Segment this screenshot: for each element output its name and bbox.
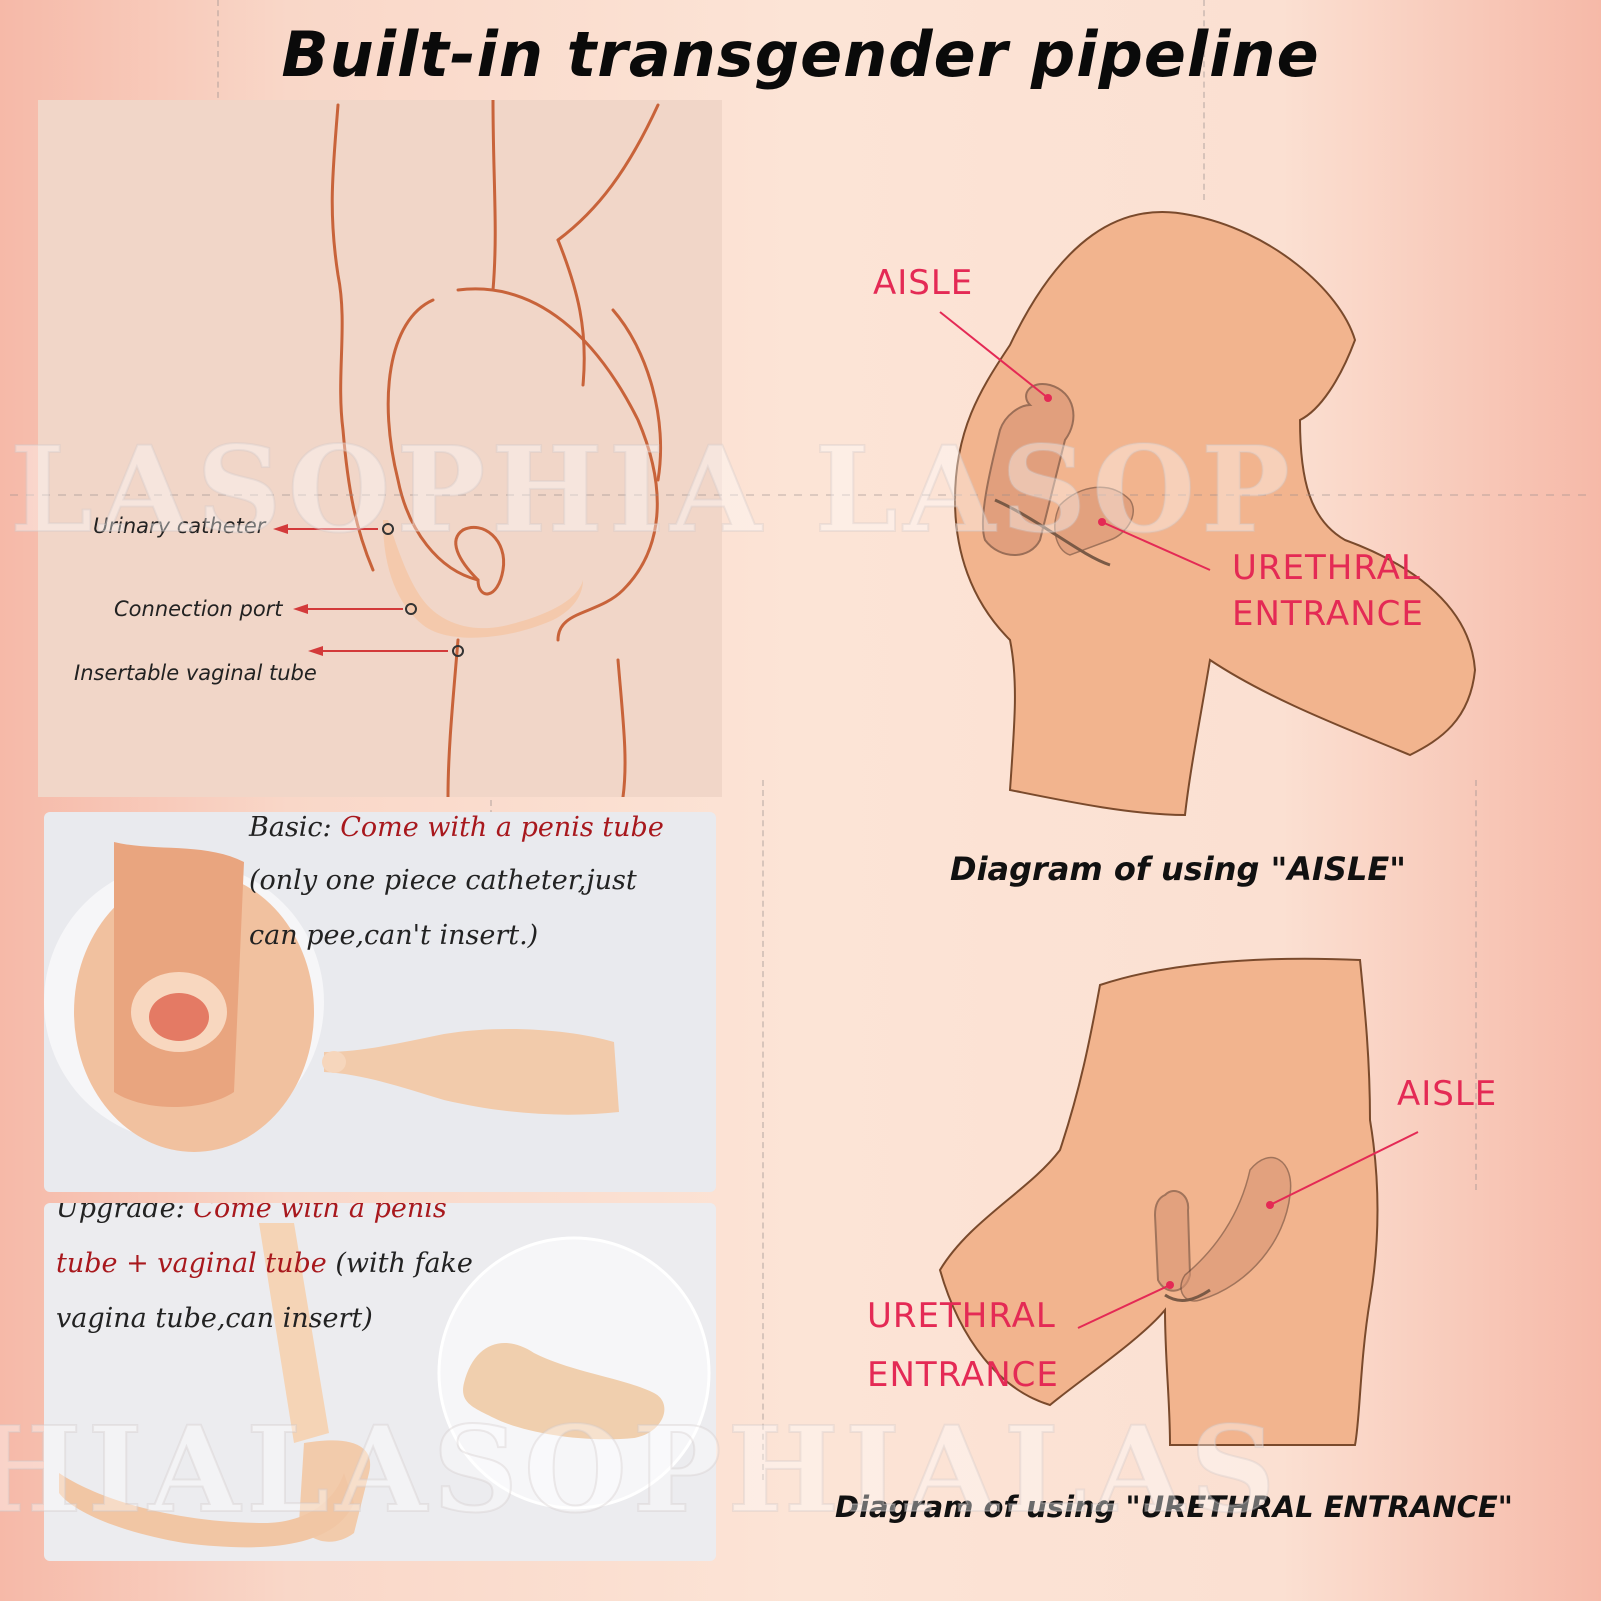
diagram-top-urethral-line1: URETHRAL xyxy=(1232,548,1421,588)
upgrade-panel: Upgrade: Come with a penis tube + vagina… xyxy=(44,1203,716,1561)
basic-prefix: Basic: xyxy=(249,812,332,843)
diagram-top-caption: Diagram of using "AISLE" xyxy=(950,850,1406,888)
watermark: HIALASOPHIALAS xyxy=(0,1399,1282,1540)
basic-line2: (only one piece catheter,just xyxy=(249,865,637,896)
guide-line xyxy=(1475,780,1477,1190)
upgrade-prefix: Upgrade: xyxy=(56,1203,185,1224)
basic-panel: Basic: Come with a penis tube (only one … xyxy=(44,812,716,1192)
anatomy-panel: Urinary catheter Connection port Inserta… xyxy=(38,100,722,797)
basic-line3: can pee,can't insert.) xyxy=(249,920,539,951)
upgrade-line1: Upgrade: Come with a penis xyxy=(56,1203,447,1224)
label-insertable-vaginal-tube: Insertable vaginal tube xyxy=(74,661,317,685)
diagram-bottom-caption: Diagram of using "URETHRAL ENTRANCE" xyxy=(835,1490,1513,1524)
anatomy-drawing xyxy=(273,100,662,797)
diagram-bottom-urethral-line2: ENTRANCE xyxy=(867,1355,1059,1395)
diagram-bottom-urethral-line1: URETHRAL xyxy=(867,1296,1056,1336)
diagram-top-urethral-line2: ENTRANCE xyxy=(1232,594,1424,634)
guide-line xyxy=(1203,0,1205,200)
diagram-bottom-aisle-label: AISLE xyxy=(1397,1074,1498,1114)
guide-line xyxy=(762,780,764,1480)
label-urinary-catheter: Urinary catheter xyxy=(93,514,266,538)
basic-line1: Basic: Come with a penis tube xyxy=(249,812,664,843)
upgrade-highlight1: Come with a penis xyxy=(193,1203,447,1224)
upgrade-line3: vagina tube,can insert) xyxy=(56,1303,373,1334)
watermark: LASOPHIA LASOP xyxy=(9,419,1296,560)
page-title: Built-in transgender pipeline xyxy=(281,18,1320,91)
basic-highlight: Come with a penis tube xyxy=(340,812,664,843)
upgrade-line2: tube + vaginal tube (with fake xyxy=(56,1248,473,1279)
upgrade-highlight2: tube + vaginal tube xyxy=(56,1248,327,1279)
upgrade-note: (with fake xyxy=(335,1248,473,1279)
upgrade-illustration xyxy=(59,1223,711,1548)
diagram-top-aisle-label: AISLE xyxy=(873,263,974,303)
label-connection-port: Connection port xyxy=(114,597,283,621)
basic-illustration xyxy=(44,842,619,1152)
